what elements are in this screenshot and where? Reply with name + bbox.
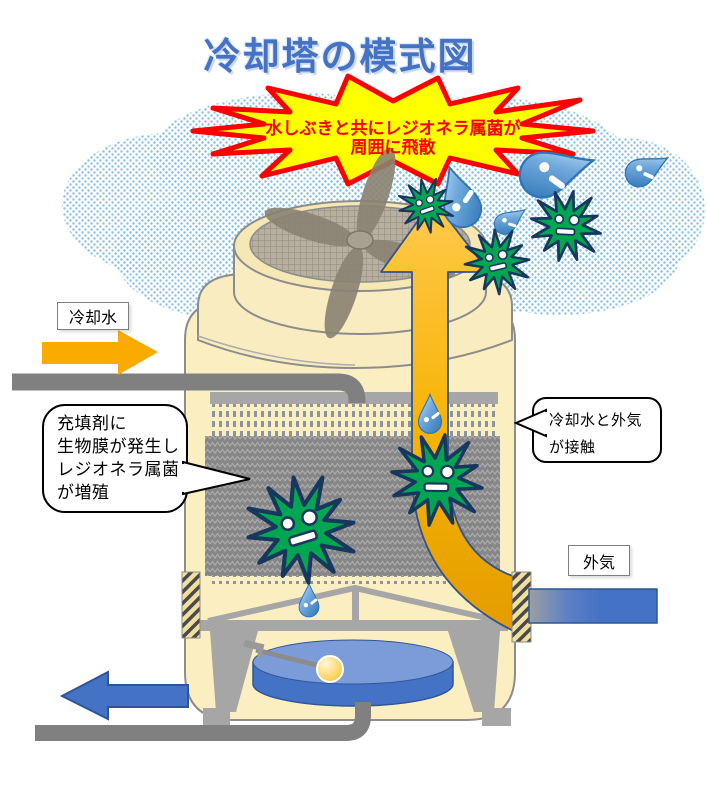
burst-text: 水しぶきと共にレジオネラ属菌が 周囲に飛散 xyxy=(193,119,593,157)
cooling-water-inlet-pipe xyxy=(12,373,366,403)
contact-callout-line: が接触 xyxy=(549,439,596,456)
cooling-water-label: 冷却水 xyxy=(57,302,129,330)
cooling-water-in-arrow xyxy=(42,330,158,375)
fill-callout-line: が増殖 xyxy=(57,483,110,502)
left-louver xyxy=(181,571,201,639)
burst-line-1: 水しぶきと共にレジオネラ属菌が xyxy=(265,119,521,138)
support-frame xyxy=(198,584,508,631)
fill-callout-line: レジオネラ属菌 xyxy=(57,460,180,479)
fill-callout-line: 充填剤に xyxy=(57,414,127,433)
page-title: 冷却塔の模式図 xyxy=(203,36,477,77)
contact-callout-bubble xyxy=(513,397,662,463)
right-louver xyxy=(511,571,532,643)
spray-zone xyxy=(208,404,498,436)
outside-air-in-arrow xyxy=(528,588,658,624)
fill-callout-text: 充填剤に 生物膜が発生し レジオネラ属菌 が増殖 xyxy=(57,412,183,504)
contact-callout-text: 冷却水と外気 が接触 xyxy=(549,407,657,461)
water-basin xyxy=(252,639,454,707)
contact-callout-line: 冷却水と外気 xyxy=(549,412,643,429)
fill-callout-line: 生物膜が発生し xyxy=(57,437,180,456)
cooling-water-out-arrow xyxy=(59,670,189,721)
support-legs xyxy=(203,631,511,726)
fill-callout-bubble xyxy=(42,404,251,513)
outside-air-label: 外気 xyxy=(568,545,630,576)
float-valve xyxy=(243,639,344,683)
burst-line-2: 周囲に飛散 xyxy=(350,138,436,157)
burst-callout xyxy=(190,73,596,187)
cooling-water-outlet-pipe xyxy=(35,702,371,741)
eliminator-strip xyxy=(208,576,498,584)
